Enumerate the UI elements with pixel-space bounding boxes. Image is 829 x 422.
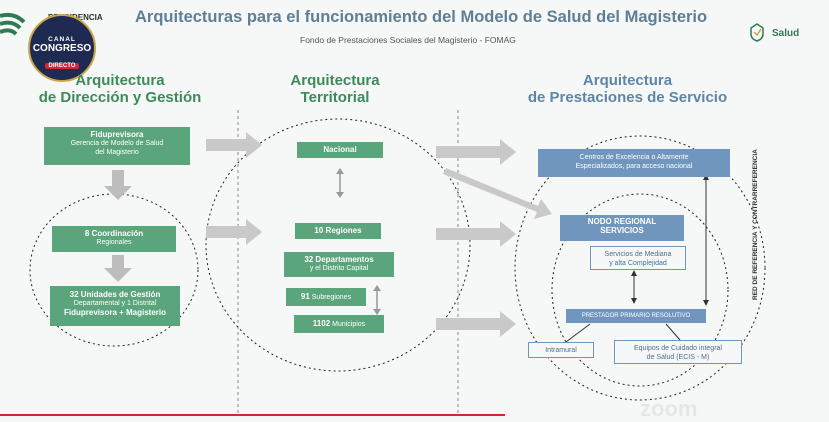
equipos-line1: Equipos de Cuidado integral [634, 345, 722, 352]
intramural-label: Intramural [545, 347, 577, 354]
page-title: Arquitecturas para el funcionamiento del… [135, 8, 708, 26]
prestador-label: PRESTADOR PRIMARIO RESOLUTIVO [581, 313, 691, 319]
prestaciones-heading: Arquitectura de Prestaciones de Servicio [505, 72, 750, 106]
direccion-heading-line1: Arquitectura [75, 72, 165, 89]
unidades-title: 32 Unidades de Gestión [69, 290, 161, 299]
municipios-num: 1102 [312, 319, 331, 328]
prestaciones-circle-outer [514, 135, 766, 401]
arrow-diagonal [443, 168, 552, 219]
unidades-body-2: Fiduprevisora + Magisterio [63, 308, 167, 317]
referencia-vertical-label: RED DE REFERENCIA Y CONTRARREFERENCIA [752, 149, 759, 301]
arrow-right-4 [436, 221, 516, 247]
coordinacion-body: Regionales [96, 239, 132, 246]
territorial-heading-line2: Territorial [300, 89, 370, 106]
nodo-line1: NODO REGIONAL [587, 217, 657, 226]
stripes-icon [0, 12, 26, 36]
mediana-line1: Servicios de Mediana [604, 251, 672, 258]
arrow-right-3 [436, 139, 516, 165]
salud-label: Salud [772, 28, 800, 39]
mediana-alta-box: Servicios de Mediana y alta Complejidad [590, 246, 686, 270]
unidades-body-1: Departamental y 1 Distrital [73, 300, 157, 307]
fiduprevisora-body-1: Gerencia de Modelo de Salud [70, 140, 164, 147]
arrow-right-2 [206, 219, 262, 245]
nacional-label: Nacional [323, 145, 357, 154]
centros-excelencia-box: Centros de Excelencia o Altamente Especi… [538, 149, 730, 177]
subregiones-num: 91 [300, 292, 310, 301]
arrow-down-1 [104, 170, 132, 200]
intramural-box: Intramural [528, 342, 594, 358]
badge-line1: CANAL [48, 36, 76, 43]
mediana-line2: y alta Complejidad [609, 260, 667, 267]
regiones-label: 10 Regiones [314, 226, 362, 235]
unidades-gestion-box: 32 Unidades de Gestión Departamental y 1… [50, 286, 180, 326]
arrow-down-2 [104, 255, 132, 282]
fiduprevisora-body-2: del Magisterio [95, 149, 139, 156]
salud-logo-icon [747, 22, 767, 42]
regiones-box: 10 Regiones [295, 223, 381, 239]
territorial-heading: Arquitectura Territorial [260, 72, 410, 106]
equipos-line2: de Salud (ECIS - M) [646, 354, 710, 361]
coordinacion-box: 8 Coordinación Regionales [52, 226, 176, 252]
subregiones-label: Subregiones [311, 294, 352, 301]
government-logo [0, 6, 130, 44]
badge-line2: CONGRESO [32, 43, 92, 54]
arrow-right-1 [206, 132, 262, 158]
subregiones-box: 91 Subregiones [286, 288, 366, 306]
territorial-heading-line1: Arquitectura [290, 72, 380, 89]
prestaciones-circle-inner [551, 193, 729, 387]
direccion-heading: Arquitectura de Dirección y Gestión [25, 72, 215, 106]
nacional-box: Nacional [297, 142, 383, 158]
departamentos-line2: y el Distrito Capital [309, 265, 369, 272]
page-subtitle: Fondo de Prestaciones Sociales del Magis… [300, 35, 516, 45]
badge-line3: DIRECTO [44, 63, 80, 69]
prestaciones-heading-line1: Arquitectura [582, 72, 673, 89]
coordinacion-title: 8 Coordinación [84, 229, 144, 238]
municipios-box: 1102 Municipios [294, 315, 384, 333]
fiduprevisora-title: Fiduprevisora [90, 130, 144, 139]
departamentos-line1: 32 Departamentos [304, 255, 374, 264]
nodo-regional-box: NODO REGIONAL SERVICIOS [560, 215, 684, 241]
channel-badge: CANAL CONGRESO DIRECTO [28, 14, 96, 82]
municipios-label: Municipios [332, 321, 366, 328]
arrow-right-5 [436, 311, 516, 337]
prestaciones-heading-line2: de Prestaciones de Servicio [527, 89, 728, 106]
video-progress-bar[interactable] [0, 414, 505, 416]
fiduprevisora-box: Fiduprevisora Gerencia de Modelo de Salu… [44, 127, 190, 165]
centros-line2: Especializados, para acceso nacional [575, 163, 693, 170]
centros-line1: Centros de Excelencia o Altamente [579, 154, 689, 161]
prestador-primario-box: PRESTADOR PRIMARIO RESOLUTIVO [566, 309, 706, 323]
departamentos-box: 32 Departamentos y el Distrito Capital [284, 252, 394, 277]
territorial-circle [205, 118, 471, 372]
direccion-heading-line2: de Dirección y Gestión [38, 89, 202, 106]
zoom-watermark: zoom [640, 396, 698, 421]
equipos-box: Equipos de Cuidado integral de Salud (EC… [614, 340, 742, 364]
nodo-line3: SERVICIOS [600, 226, 644, 235]
